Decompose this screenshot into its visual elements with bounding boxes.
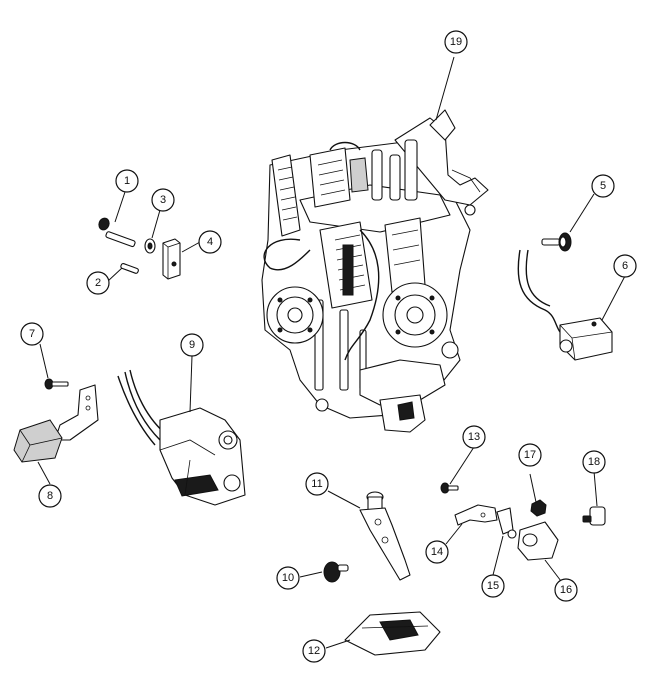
callout-3: 3 [151, 188, 175, 212]
callout-19: 19 [444, 30, 468, 54]
part-knob-5 [541, 232, 572, 252]
svg-text:15: 15 [487, 580, 499, 592]
part-presser-foot-12 [344, 611, 441, 656]
callout-12: 12 [302, 639, 326, 663]
callout-1: 1 [115, 169, 139, 193]
callout-9: 9 [180, 333, 204, 357]
callout-16: 16 [554, 578, 578, 602]
callout-11: 11 [305, 472, 329, 496]
callout-17: 17 [518, 443, 542, 467]
svg-text:18: 18 [588, 456, 600, 468]
part-washer-3 [144, 238, 156, 254]
part-block-4 [162, 238, 181, 280]
svg-text:14: 14 [431, 546, 443, 558]
svg-text:10: 10 [282, 572, 294, 584]
svg-text:12: 12 [308, 645, 320, 657]
svg-text:4: 4 [207, 236, 213, 248]
svg-text:8: 8 [47, 490, 53, 502]
svg-text:9: 9 [189, 339, 195, 351]
part-nut-17 [530, 499, 547, 517]
callout-2: 2 [86, 271, 110, 295]
part-screw-7 [44, 378, 69, 390]
svg-text:6: 6 [622, 260, 628, 272]
leader-lines [37, 56, 626, 649]
svg-text:1: 1 [124, 175, 130, 187]
svg-text:7: 7 [29, 328, 35, 340]
callout-10: 10 [276, 566, 300, 590]
callout-14: 14 [425, 540, 449, 564]
callout-5: 5 [591, 174, 615, 198]
part-sensor-assembly-9 [117, 369, 246, 506]
part-bracket-11 [359, 491, 411, 581]
part-clip-15 [496, 507, 517, 539]
part-bushing-18 [582, 506, 606, 526]
part-screw-13 [440, 482, 459, 494]
callout-4: 4 [198, 230, 222, 254]
callout-6: 6 [613, 254, 637, 278]
svg-text:5: 5 [600, 180, 606, 192]
part-sleeve-16 [517, 521, 559, 561]
callout-18: 18 [582, 450, 606, 474]
svg-text:3: 3 [160, 194, 166, 206]
svg-text:19: 19 [450, 36, 462, 48]
svg-text:17: 17 [524, 449, 536, 461]
svg-text:16: 16 [560, 584, 572, 596]
part-lever-8 [13, 384, 99, 463]
part-sensor-6 [517, 249, 613, 361]
svg-text:2: 2 [95, 277, 101, 289]
callout-13: 13 [462, 425, 486, 449]
part-screw-1 [98, 217, 136, 248]
part-hook-14 [454, 504, 498, 526]
callout-7: 7 [20, 322, 44, 346]
part-pin-2 [120, 263, 139, 274]
main-mechanism-assembly [261, 109, 489, 433]
svg-text:11: 11 [311, 478, 322, 490]
callout-8: 8 [38, 484, 62, 508]
part-thumb-screw-10 [323, 561, 349, 583]
svg-text:13: 13 [468, 431, 480, 443]
callout-15: 15 [481, 574, 505, 598]
